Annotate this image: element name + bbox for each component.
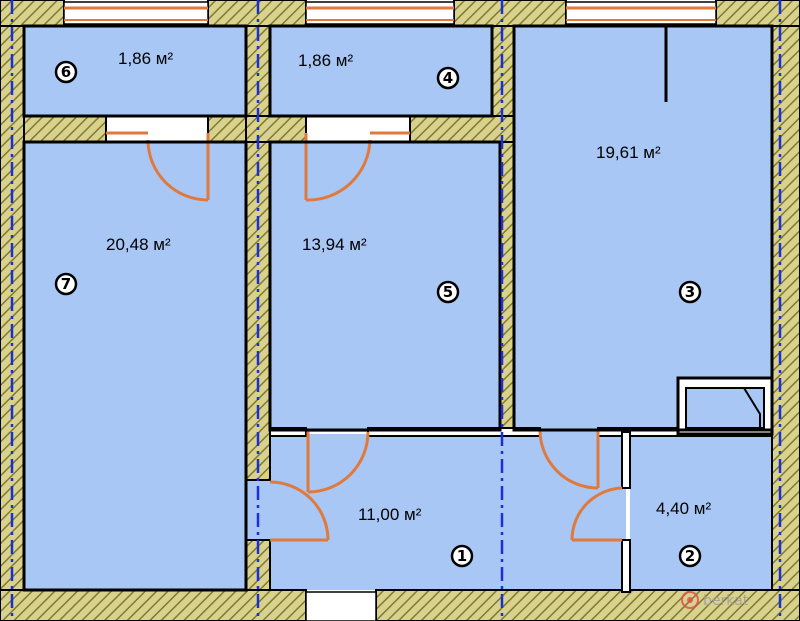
partition-2-left-a [621,431,631,489]
wall-4-bottom-b [409,115,515,143]
room-6-area: 1,86 м² [118,49,173,68]
room-4-number: 4 [443,69,453,87]
wall-top-3 [453,0,567,27]
room-1-badge: 1 [450,544,474,568]
shaft [664,26,774,436]
room-1-area: 11,00 м² [358,505,422,524]
wall-top-1 [0,0,65,27]
watermark-logo-icon [681,591,699,609]
room-4-badge: 4 [436,66,460,90]
room-3-floor [514,26,772,434]
room-outlines [22,24,774,592]
room-4-area: 1,86 м² [298,51,353,70]
room-5-number: 5 [443,283,453,301]
room-3-area: 19,61 м² [596,143,661,162]
room-6-number: 6 [61,63,71,81]
room-2-area: 4,40 м² [656,499,711,518]
partition-2-left-b [621,539,631,593]
wall-6-bottom-a [23,115,107,143]
room-1-floor [270,434,626,590]
room-floors [24,26,772,590]
room-2-badge: 2 [678,544,702,568]
room-5-floor [270,142,514,432]
room-3-badge: 3 [678,280,702,304]
entrance-opening [305,591,377,621]
room-3-number: 3 [685,283,695,301]
room-5-badge: 5 [436,280,460,304]
wall-right [771,25,800,593]
doors [106,131,623,542]
watermark-text: berkat [703,593,749,609]
room-labels: 1,86 м² 1,86 м² 19,61 м² 20,48 м² 13,94 … [106,49,711,524]
wall-4-bottom-a [245,115,307,143]
room-1-number: 1 [457,547,467,565]
windows [63,1,717,621]
room-numbers: 6 4 3 7 5 1 2 [54,60,702,568]
room-5-area: 13,94 м² [302,235,367,254]
room-7-floor [24,142,246,590]
room-7-area: 20,48 м² [106,235,171,254]
room-4-floor [270,26,492,116]
room-2-number: 2 [685,547,695,565]
wall-top-4 [715,0,800,27]
wall-bottom-1 [0,589,307,621]
watermark: berkat [681,591,749,609]
room-2-floor [630,434,772,590]
room-7-number: 7 [61,275,71,293]
room-7-badge: 7 [54,272,78,296]
partition-5-1-a [269,427,307,437]
axis-lines [10,0,782,621]
room-6-badge: 6 [54,60,78,84]
